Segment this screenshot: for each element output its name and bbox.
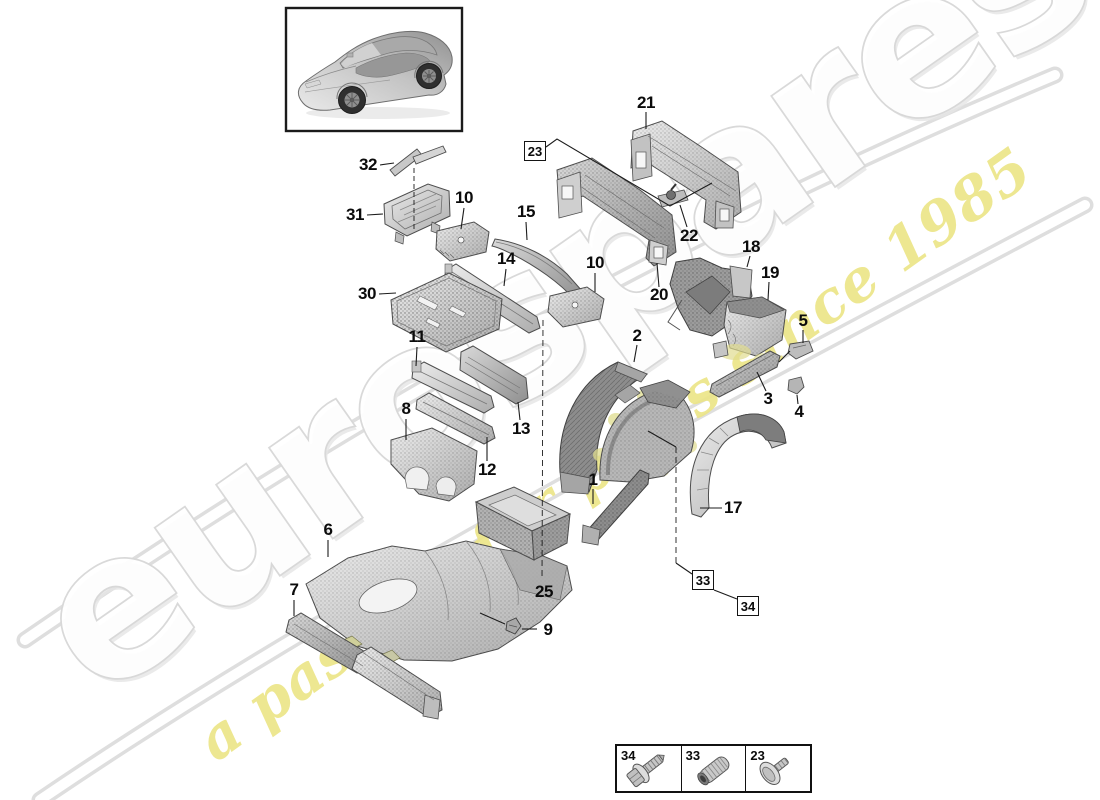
wheelhouse-assembly-shape [593,379,697,483]
part-label-10b[interactable]: 10 [586,253,604,272]
part-label-14[interactable]: 14 [497,249,515,268]
part-label-10[interactable]: 10 [455,188,473,207]
part-19-shape [723,296,787,357]
boxed-label-33[interactable]: 33 [692,570,714,590]
part-label-30[interactable]: 30 [358,284,376,303]
part-label-19[interactable]: 19 [761,263,779,282]
part-21-shape [630,120,742,230]
car-thumbnail [284,6,464,133]
part-label-2[interactable]: 2 [632,326,642,345]
part-label-22[interactable]: 22 [680,226,698,245]
car-mirror [346,52,354,58]
car-rear-wheel [416,63,442,89]
part-label-25[interactable]: 25 [535,582,553,601]
part-label-31[interactable]: 31 [346,205,364,224]
part-7-shape [285,612,443,720]
part-label-20[interactable]: 20 [650,285,668,304]
part-11-shape [411,360,495,414]
threaded-sleeve-icon [697,756,730,786]
part-6-shape [305,540,573,662]
legend-label-33: 33 [685,748,701,763]
hex-flange-bolt-icon [626,754,665,788]
car-front-wheel [338,86,366,114]
boxed-label-23[interactable]: 23 [524,141,546,161]
part-31-shape [383,183,451,245]
fastener-legend: 34 33 23 [615,744,812,793]
legend-label-23: 23 [750,748,765,763]
part-13-shape [459,345,529,405]
part-32-shape [389,145,447,177]
part-label-9[interactable]: 9 [543,620,553,639]
part-label-1[interactable]: 1 [588,470,598,489]
part-30-shape [390,272,503,353]
part-label-7[interactable]: 7 [289,580,299,599]
part-12-shape [415,392,496,445]
part-4-shape [787,376,805,395]
part-label-3[interactable]: 3 [763,389,773,408]
part-label-32[interactable]: 32 [359,155,377,174]
part-15-shape [491,238,584,301]
part-17-shape [689,413,787,518]
part-2-shape [559,361,649,495]
part-8-shape [390,427,478,502]
legend-cell-23[interactable]: 23 [746,746,810,791]
part-10b-shape [547,286,605,328]
part-3-shape [709,340,781,398]
part-label-17[interactable]: 17 [724,498,742,517]
part-1-shape [581,469,650,546]
part-label-13[interactable]: 13 [512,419,530,438]
part-9-shape [505,617,522,635]
part-label-8[interactable]: 8 [401,399,411,418]
part-label-12[interactable]: 12 [478,460,496,479]
part-label-18[interactable]: 18 [742,237,760,256]
part-label-15[interactable]: 15 [517,202,535,221]
legend-cell-34[interactable]: 34 [617,746,682,791]
leader-lines [293,112,804,630]
car-headlight [304,79,322,89]
legend-cell-33[interactable]: 33 [682,746,747,791]
washer-head-screw-icon [759,757,790,785]
part-label-5[interactable]: 5 [798,311,808,330]
part-20-shape [556,157,689,267]
car-windshield [341,43,381,68]
part-label-6[interactable]: 6 [323,520,333,539]
part-25-shape [474,486,572,561]
watermark-swoosh-upper [16,66,1064,649]
part-label-4[interactable]: 4 [794,402,804,421]
legend-label-34: 34 [621,748,636,763]
part-label-21[interactable]: 21 [637,93,655,112]
part-label-11[interactable]: 11 [408,327,426,346]
boxed-label-34[interactable]: 34 [737,596,759,616]
part-10a-shape [435,221,490,262]
part-5-shape [787,340,814,360]
